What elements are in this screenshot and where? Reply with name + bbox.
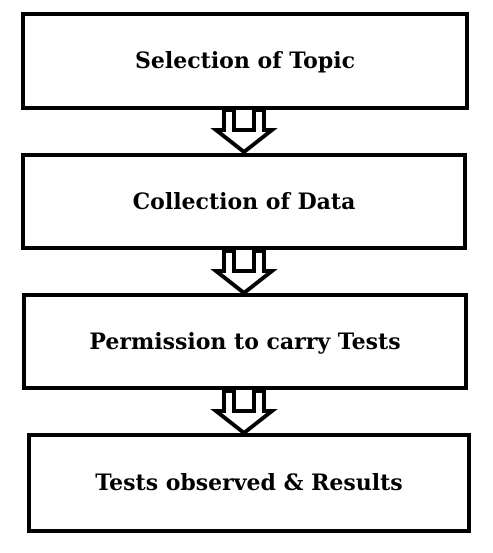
flowchart-step-1: Selection of Topic [21, 12, 469, 110]
step-3-label: Permission to carry Tests [89, 328, 401, 355]
step-2-label: Collection of Data [132, 188, 356, 215]
flowchart-step-2: Collection of Data [21, 153, 467, 250]
step-1-label: Selection of Topic [135, 48, 355, 74]
down-arrow-icon [210, 108, 278, 155]
down-arrow-icon [210, 249, 278, 296]
step-4-label: Tests observed & Results [95, 470, 403, 496]
flowchart-step-4: Tests observed & Results [27, 433, 471, 533]
flowchart-step-3: Permission to carry Tests [22, 293, 468, 390]
down-arrow-icon [210, 389, 278, 436]
